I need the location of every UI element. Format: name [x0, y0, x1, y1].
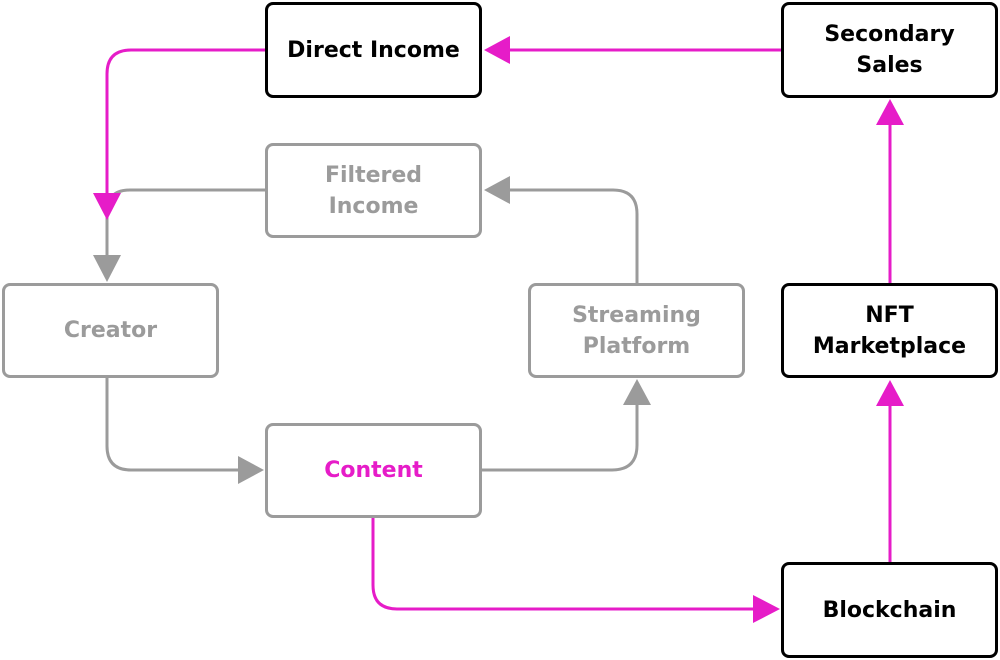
node-creator: Creator: [2, 283, 219, 378]
node-label: Creator: [63, 318, 158, 343]
node-label: Blockchain: [822, 597, 957, 623]
arrowhead-streaming-bottom: [623, 379, 651, 405]
edge-content-to-streaming: [482, 402, 639, 472]
edge-direct-to-creator: [105, 48, 265, 194]
edge-content-to-blockchain: [371, 518, 757, 611]
node-blockchain: Blockchain: [781, 562, 998, 658]
node-content: Content: [265, 423, 482, 518]
edge-filtered-to-creator: [105, 188, 265, 258]
arrowhead-secondary-bottom: [876, 99, 904, 125]
arrowhead-creator-top: [93, 255, 121, 282]
node-direct-income: Direct Income: [265, 2, 482, 98]
arrowhead-content-left: [238, 456, 264, 484]
arrowhead-filtered-right: [484, 176, 510, 204]
node-label: Direct Income: [287, 37, 460, 63]
node-label: Content: [324, 458, 423, 483]
edge-streaming-to-filtered: [506, 188, 639, 283]
arrowhead-blockchain-left: [753, 595, 780, 623]
edge-creator-to-content: [105, 378, 242, 472]
arrowhead-creator-incoming-income: [93, 193, 121, 220]
arrowhead-direct-right: [484, 36, 510, 64]
arrowhead-nft-bottom: [876, 380, 904, 406]
